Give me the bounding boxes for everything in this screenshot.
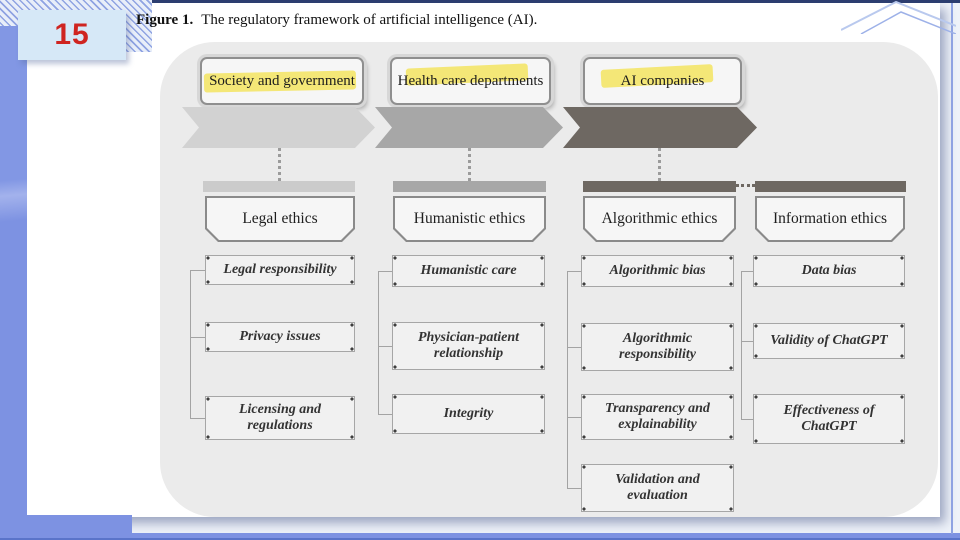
header-label: Humanistic ethics [395,198,544,240]
column-bar-humanistic [393,181,546,192]
header-information-ethics: Information ethics [755,196,905,242]
sub-item: Legal responsibility [205,255,355,285]
slide-number-box: 15 [18,10,126,60]
header-label: Algorithmic ethics [585,198,734,240]
connector-line [741,341,753,342]
connector-line [741,271,753,272]
stakeholder-label: Health care departments [397,72,544,89]
sub-item: Integrity [392,394,545,434]
sub-item: Privacy issues [205,322,355,352]
connector-line [567,271,568,488]
right-edge-line [951,3,953,534]
header-label: Legal ethics [207,198,353,240]
connector-line [190,270,191,418]
figure-caption-label: Figure 1. [136,12,194,28]
column-bar-information [755,181,906,192]
left-accent-band [0,26,27,540]
header-algorithmic-ethics: Algorithmic ethics [583,196,736,242]
sub-item: Algorithmic bias [581,255,734,287]
chevron-arrow-1 [182,107,375,148]
header-humanistic-ethics: Humanistic ethics [393,196,546,242]
connector-line [567,271,581,272]
dotted-connector [278,148,281,181]
connector-line [567,417,581,418]
dotted-connector [658,148,661,181]
chevron-arrow-3 [563,107,757,148]
connector-line [741,271,742,419]
column-bar-legal [203,181,355,192]
stakeholder-label: Society and government [209,72,355,89]
sub-item: Validity of ChatGPT [753,323,905,359]
stakeholder-box-society: Society and government [200,57,364,105]
connector-line [378,271,379,414]
stakeholder-box-healthcare: Health care departments [390,57,551,105]
sub-item: Licensing and regulations [205,396,355,440]
dotted-connector [468,148,471,181]
connector-line [378,414,392,415]
connector-line [567,488,581,489]
sub-item: Physician-patient relationship [392,322,545,370]
column-bar-algorithmic [583,181,736,192]
connector-line [741,419,753,420]
figure-caption: Figure 1. The regulatory framework of art… [136,12,736,29]
dotted-connector-horizontal [736,184,755,187]
header-label: Information ethics [757,198,903,240]
connector-line [567,347,581,348]
connector-line [378,271,392,272]
sub-item: Effectiveness of ChatGPT [753,394,905,444]
figure-caption-text: The regulatory framework of artificial i… [201,12,538,28]
connector-line [190,337,205,338]
stakeholder-box-ai-companies: AI companies [583,57,742,105]
header-legal-ethics: Legal ethics [205,196,355,242]
sub-item: Validation and evaluation [581,464,734,512]
chevron-arrow-2 [375,107,563,148]
sub-item: Transparency and explainability [581,394,734,440]
bottom-accent-strip [0,533,960,540]
sub-item: Data bias [753,255,905,287]
top-edge-line [0,0,960,3]
sub-item: Algorithmic responsibility [581,323,734,371]
diagram-panel: Society and government Health care depar… [160,42,938,517]
slide-number: 15 [54,18,90,51]
stakeholder-label: AI companies [620,72,705,89]
connector-line [190,270,205,271]
connector-line [190,418,205,419]
sub-item: Humanistic care [392,255,545,287]
diagonal-lines-decoration [841,0,956,34]
connector-line [378,346,392,347]
